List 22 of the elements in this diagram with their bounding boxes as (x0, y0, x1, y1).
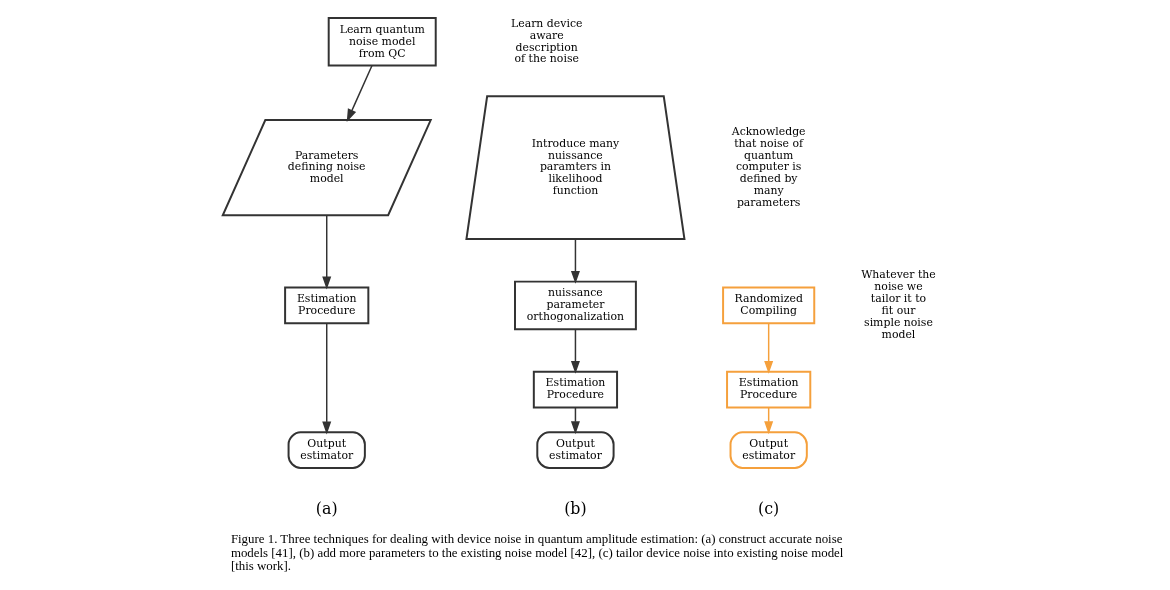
arrow (764, 322, 774, 374)
node-box: Output estimator (729, 431, 808, 469)
label: Whatever the noise we tailor it to fit our simple noise model (861, 268, 936, 341)
node-box: Estimation Procedure (284, 286, 370, 325)
label: (a) (315, 499, 338, 519)
arrow (570, 238, 580, 284)
arrow (322, 322, 332, 435)
node-box: Randomized Compiling (722, 286, 816, 325)
caption: Figure 1. Three techniques for dealing with device noise in quantum amplitude estimation: (a) construct accurate noise models [41], (b) add more parameters to the existing noise model [42], (c) tailor device noise into existing noise model [this work]. (230, 531, 844, 574)
label: (c) (758, 499, 780, 519)
node-box: Output estimator (536, 431, 615, 469)
label: Acknowledge that noise of quantum computer is defined by many parameters (731, 124, 806, 210)
label: Learn device aware description of the noise (510, 16, 583, 66)
node-box: nuissance parameter orthogonalization (514, 280, 637, 331)
node-box: Estimation Procedure (532, 370, 619, 409)
node-box: Output estimator (287, 431, 366, 469)
node-box: Estimation Procedure (726, 370, 812, 409)
arrow (570, 328, 580, 374)
arrow (346, 65, 373, 122)
label: (b) (564, 499, 587, 519)
node-box: Learn quantum noise model from QC (327, 17, 437, 67)
arrow (322, 214, 332, 290)
